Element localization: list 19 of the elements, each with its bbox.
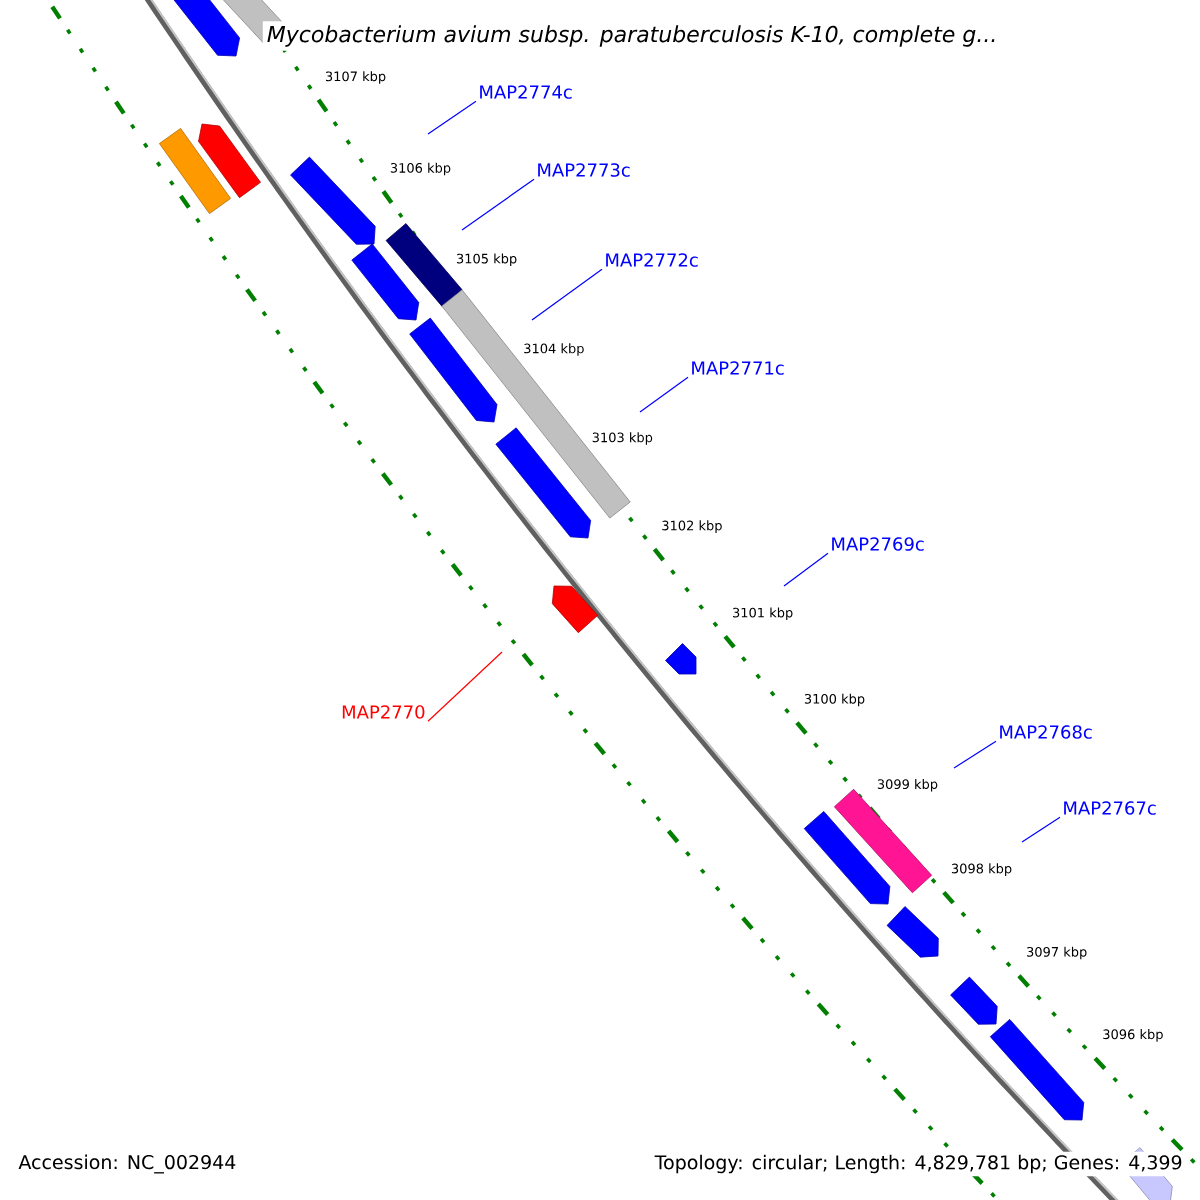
accession-text: Accession: NC_002944 [18,1154,236,1174]
gene-label: MAP2768c [1000,725,1092,739]
leader-line [639,376,689,413]
leader-line [1021,816,1061,843]
gene-label: MAP2771c [692,361,784,375]
gene-label: MAP2772c [606,253,698,267]
gene-label: MAP2773c [538,163,630,177]
gene-label: MAP2774c [480,85,572,99]
leader-line [427,100,477,135]
title: Mycobacterium avium subsp. paratuberculosis K-10, complete g... [262,21,1002,51]
summary-text: Topology: circular; Length: 4,829,781 bp; Genes: 4,399 [651,1151,1186,1177]
gene-label: MAP2769c [832,537,924,551]
leader-line [461,178,535,231]
leader-line [427,651,503,722]
leader-line [531,268,603,321]
gene-label: MAP2767c [1064,801,1156,815]
leader-line [783,552,829,587]
gene-label: MAP2770 [342,705,425,719]
leader-line [953,740,997,769]
